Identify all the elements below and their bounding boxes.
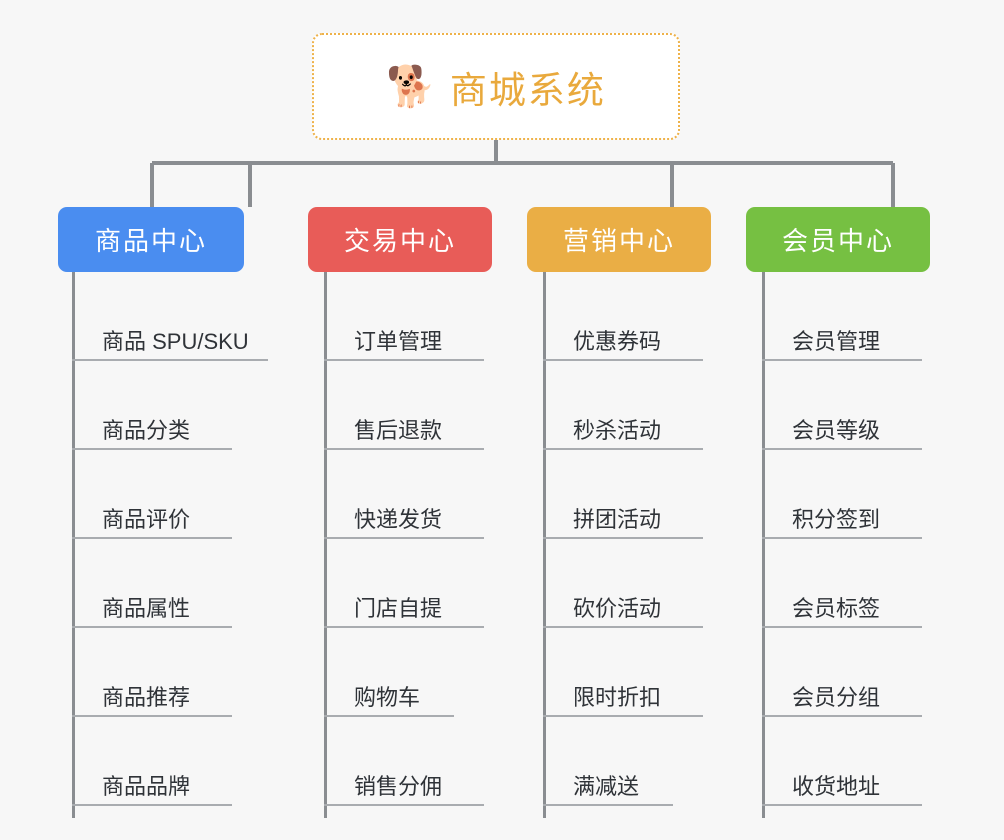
leaf-column-product: 商品 SPU/SKU 商品分类商品评价商品属性商品推荐商品品牌 xyxy=(72,272,302,806)
leaf-item-label: 销售分佣 xyxy=(354,774,443,799)
leaf-item-label: 秒杀活动 xyxy=(573,418,662,443)
leaf-item-label: 优惠券码 xyxy=(573,329,662,354)
leaf-item[interactable]: 订单管理 xyxy=(324,272,554,361)
leaf-item-underline xyxy=(543,715,703,717)
leaf-item-label: 商品分类 xyxy=(102,418,191,443)
leaf-item-underline xyxy=(762,626,922,628)
leaf-item-underline xyxy=(324,804,484,806)
leaf-item-label: 商品属性 xyxy=(102,596,191,621)
leaf-item-underline xyxy=(72,626,232,628)
leaf-item[interactable]: 商品品牌 xyxy=(72,717,302,806)
leaf-item[interactable]: 购物车 xyxy=(324,628,554,717)
leaf-item-label: 门店自提 xyxy=(354,596,443,621)
leaf-item[interactable]: 秒杀活动 xyxy=(543,361,773,450)
leaf-item[interactable]: 积分签到 xyxy=(762,450,992,539)
category-box-product[interactable]: 商品中心 xyxy=(58,207,244,272)
leaf-item-label: 售后退款 xyxy=(354,418,443,443)
leaf-item[interactable]: 门店自提 xyxy=(324,539,554,628)
leaf-item-underline xyxy=(72,715,232,717)
category-box-member[interactable]: 会员中心 xyxy=(746,207,930,272)
leaf-item[interactable]: 售后退款 xyxy=(324,361,554,450)
leaf-item-underline xyxy=(72,537,232,539)
category-label: 营销中心 xyxy=(562,226,675,256)
leaf-item-label: 商品推荐 xyxy=(102,685,191,710)
leaf-item[interactable]: 会员管理 xyxy=(762,272,992,361)
leaf-item[interactable]: 销售分佣 xyxy=(324,717,554,806)
leaf-item[interactable]: 会员分组 xyxy=(762,628,992,717)
leaf-item-label: 满减送 xyxy=(573,774,640,799)
category-label: 商品中心 xyxy=(94,226,207,256)
leaf-item-underline xyxy=(324,626,484,628)
leaf-item[interactable]: 收货地址 xyxy=(762,717,992,806)
leaf-item-label: 限时折扣 xyxy=(573,685,662,710)
leaf-item-label: 订单管理 xyxy=(354,329,443,354)
leaf-item-label: 拼团活动 xyxy=(573,507,662,532)
leaf-item-label: 会员等级 xyxy=(792,418,881,443)
category-label: 交易中心 xyxy=(343,226,456,256)
leaf-item[interactable]: 满减送 xyxy=(543,717,773,806)
leaf-item-underline xyxy=(762,804,922,806)
leaf-item-underline xyxy=(762,448,922,450)
leaf-item[interactable]: 商品推荐 xyxy=(72,628,302,717)
leaf-item-underline xyxy=(762,715,922,717)
leaf-item-label: 商品评价 xyxy=(102,507,191,532)
leaf-item[interactable]: 商品分类 xyxy=(72,361,302,450)
leaf-column-marketing: 优惠券码秒杀活动拼团活动砍价活动限时折扣满减送 xyxy=(543,272,773,806)
leaf-item-label: 会员分组 xyxy=(792,685,881,710)
root-title: 商城系统 xyxy=(449,69,606,111)
leaf-column-member: 会员管理会员等级积分签到会员标签会员分组收货地址 xyxy=(762,272,992,806)
category-label: 会员中心 xyxy=(781,226,894,256)
leaf-item-label: 购物车 xyxy=(354,685,421,710)
leaf-item-underline xyxy=(543,626,703,628)
leaf-item-label: 会员标签 xyxy=(792,596,881,621)
leaf-item[interactable]: 限时折扣 xyxy=(543,628,773,717)
root-node[interactable]: 🐕 商城系统 xyxy=(312,33,680,140)
leaf-item-underline xyxy=(72,448,232,450)
leaf-item-label: 商品品牌 xyxy=(102,774,191,799)
shiba-dog-face-icon: 🐕 xyxy=(386,64,436,109)
leaf-item-underline xyxy=(72,359,268,361)
leaf-item[interactable]: 会员等级 xyxy=(762,361,992,450)
leaf-item[interactable]: 优惠券码 xyxy=(543,272,773,361)
leaf-item[interactable]: 商品 SPU/SKU xyxy=(72,272,302,361)
leaf-item-label: 积分签到 xyxy=(792,507,881,532)
leaf-item[interactable]: 快递发货 xyxy=(324,450,554,539)
leaf-column-trade: 订单管理售后退款快递发货门店自提购物车销售分佣 xyxy=(324,272,554,806)
leaf-item-underline xyxy=(543,804,673,806)
leaf-item[interactable]: 砍价活动 xyxy=(543,539,773,628)
leaf-item-label: 商品 SPU/SKU xyxy=(102,329,249,354)
leaf-item-underline xyxy=(762,537,922,539)
leaf-item-underline xyxy=(543,359,703,361)
leaf-item[interactable]: 拼团活动 xyxy=(543,450,773,539)
leaf-item-underline xyxy=(543,537,703,539)
leaf-item-underline xyxy=(324,537,484,539)
leaf-item[interactable]: 会员标签 xyxy=(762,539,992,628)
leaf-item-underline xyxy=(72,804,232,806)
leaf-item-label: 收货地址 xyxy=(792,774,881,799)
category-box-marketing[interactable]: 营销中心 xyxy=(527,207,711,272)
leaf-item-underline xyxy=(324,715,454,717)
category-box-trade[interactable]: 交易中心 xyxy=(308,207,492,272)
leaf-item[interactable]: 商品评价 xyxy=(72,450,302,539)
leaf-item-label: 会员管理 xyxy=(792,329,881,354)
leaf-item-label: 快递发货 xyxy=(354,507,443,532)
leaf-item-underline xyxy=(324,359,484,361)
leaf-item-underline xyxy=(324,448,484,450)
leaf-item-label: 砍价活动 xyxy=(573,596,662,621)
leaf-item-underline xyxy=(762,359,922,361)
leaf-item-underline xyxy=(543,448,703,450)
leaf-item[interactable]: 商品属性 xyxy=(72,539,302,628)
